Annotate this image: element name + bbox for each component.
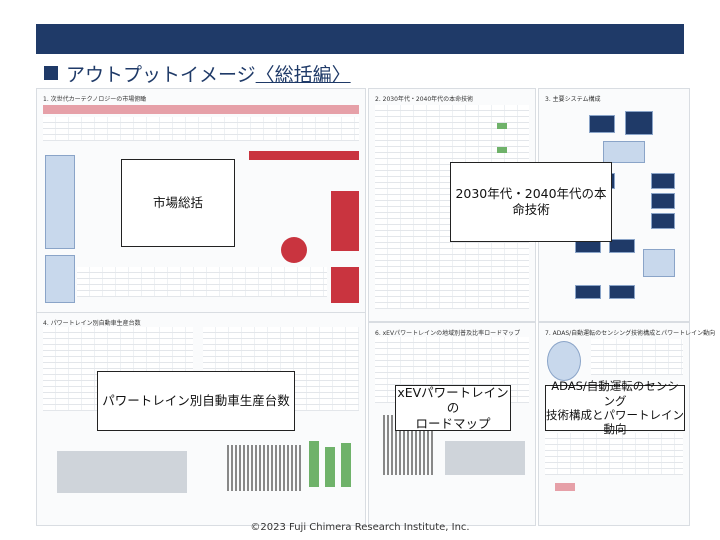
label-adas-sensing: ADAS/自動運転のセンシング 技術構成とパワートレイン動向 [545, 379, 685, 436]
red-bar [249, 151, 359, 160]
table-thumb [591, 339, 683, 375]
highlight-cell [497, 147, 507, 153]
diagram-node [609, 285, 635, 299]
green-bar [325, 447, 335, 487]
doc-title: 1. 次世代カーテクノロジーの市場俯瞰 [43, 96, 147, 103]
title-prefix: アウトプットイメージ [66, 63, 256, 86]
diagram-node [625, 111, 653, 135]
panel-adas-sensing: 7. ADAS/自動運転のセンシング技術構成とパワートレイン動向 ADAS/自動… [538, 322, 715, 526]
diagram-node [575, 285, 601, 299]
timeline-bar [43, 105, 359, 114]
label-production-volume: パワートレイン別自動車生産台数 [97, 371, 295, 431]
panel-xev-roadmap: 6. xEVパワートレインの地域別普及比率ロードマップ xEVパワートレインの … [368, 322, 536, 526]
green-bar [309, 441, 319, 487]
green-bar [341, 443, 351, 487]
diagram-node [651, 173, 675, 189]
table-thumb [545, 433, 683, 475]
category-box [45, 155, 75, 249]
label-key-technologies: 2030年代・2040年代の本命技術 [450, 162, 612, 242]
panel-production-volume: 4. パワートレイン別自動車生産台数 パワートレイン別自動車生産台数 [36, 312, 366, 526]
label-line: ロードマップ [415, 415, 491, 431]
copyright: ©2023 Fuji Chimera Research Institute, I… [250, 522, 470, 533]
red-box [331, 191, 359, 251]
doc-title: 6. xEVパワートレインの地域別普及比率ロードマップ [375, 330, 521, 337]
bar-chart-thumb [227, 445, 303, 491]
diagram-node [609, 239, 635, 253]
doc-title: 2. 2030年代・2040年代の本命技術 [375, 96, 474, 103]
label-line: xEVパワートレインの [397, 384, 509, 416]
highlight-cell [555, 483, 575, 491]
label-line: ADAS/自動運転のセンシング [551, 379, 679, 408]
doc-title: 7. ADAS/自動運転のセンシング技術構成とパワートレイン動向 [545, 330, 716, 337]
circle-marker [281, 237, 307, 263]
label-market-overview: 市場総括 [121, 159, 235, 247]
title-suffix: 〈総括編〉 [255, 63, 351, 86]
area-chart-thumb [57, 451, 187, 493]
label-line: 技術構成とパワートレイン動向 [546, 408, 684, 437]
header-band [36, 24, 684, 54]
table-thumb [77, 267, 327, 297]
sensor-range-diagram [547, 341, 581, 381]
doc-title: 3. 主要システム構成 [545, 96, 601, 103]
area-chart-thumb [445, 441, 525, 475]
square-bullet-icon [44, 66, 58, 80]
panel-market-overview: 1. 次世代カーテクノロジーの市場俯瞰 市場総括 [36, 88, 366, 322]
doc-title: 4. パワートレイン別自動車生産台数 [43, 320, 141, 327]
table-thumb [43, 117, 359, 141]
header-bar [0, 0, 720, 58]
diagram-node [651, 213, 675, 229]
category-box [45, 255, 75, 303]
label-xev-roadmap: xEVパワートレインの ロードマップ [395, 385, 511, 431]
vehicle-image [603, 141, 645, 163]
diagram-node [643, 249, 675, 277]
highlight-cell [497, 123, 507, 129]
diagram-node [589, 115, 615, 133]
page-title: アウトプットイメージ〈総括編〉 [44, 60, 351, 86]
red-box [331, 267, 359, 303]
diagram-node [651, 193, 675, 209]
